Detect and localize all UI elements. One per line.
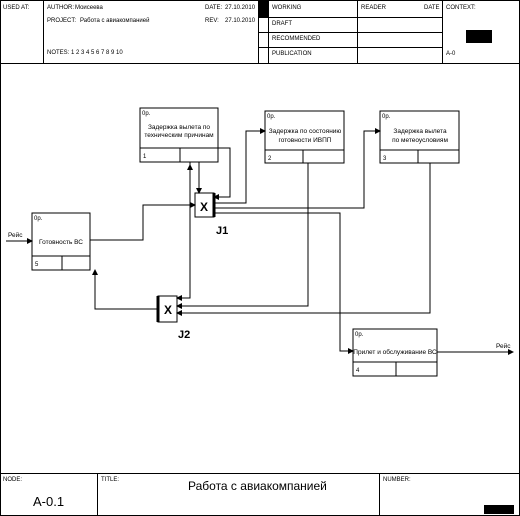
connection-arrows (6, 128, 514, 355)
node-label: NODE: (3, 477, 23, 483)
context-label: CONTEXT: (446, 5, 476, 11)
page-number-marker (484, 505, 514, 514)
context-node: A-0 (446, 51, 456, 57)
status-draft: DRAFT (272, 21, 292, 27)
box-number: 5 (35, 262, 39, 268)
box-tag: 0р. (355, 332, 364, 338)
junction-label: J2 (178, 329, 190, 341)
box-label-line-2: готовности ИВПП (279, 137, 332, 144)
footer-top-line (0, 473, 520, 474)
status-recommended: RECOMMENDED (272, 36, 321, 42)
rev-value: 27.10.2010 (225, 18, 256, 24)
header-divider (442, 0, 443, 63)
box-number: 1 (143, 154, 147, 160)
activity-box-5[interactable]: 0р. Готовность ВС 5 (31, 212, 91, 271)
header-row-line (258, 17, 442, 18)
junction-j2[interactable]: X J2 (156, 295, 190, 341)
junction-symbol: X (164, 303, 172, 317)
title-label: TITLE: (101, 477, 120, 483)
date-value: 27.10.2010 (225, 5, 256, 11)
footer-divider (97, 473, 98, 516)
box-number: 2 (268, 156, 272, 162)
box-label-line-1: Задержка вылета по (148, 124, 210, 131)
number-label: NUMBER: (383, 477, 411, 483)
header-divider (268, 0, 269, 63)
header-row-line (258, 47, 442, 48)
header-divider (43, 0, 44, 63)
activity-box-1[interactable]: 0р. Задержка вылета по техническим причи… (139, 107, 219, 163)
box-tag: 0р. (382, 114, 391, 120)
activity-box-4[interactable]: 0р. Прилет и обслуживание ВС 4 (352, 328, 438, 377)
working-status-marker (259, 1, 268, 17)
junction-j1[interactable]: X J1 (194, 192, 228, 237)
project-label: PROJECT: (47, 18, 77, 24)
status-publication: PUBLICATION (272, 51, 312, 57)
diagram-title: Работа с авиакомпанией (188, 479, 327, 493)
author-label: AUTHOR: (47, 5, 74, 11)
box-label-line-1: Задержка по состоянию (269, 128, 342, 135)
reader-label: READER (361, 5, 387, 11)
box-number: 4 (356, 368, 360, 374)
rev-label: REV: (205, 18, 219, 24)
output-arrow-label: Рейс (496, 342, 511, 350)
header-bottom-line (0, 63, 520, 64)
activity-box-3[interactable]: 0р. Задержка вылета по метеоусловиям 3 (379, 110, 460, 164)
used-at-label: USED AT: (3, 5, 30, 11)
junction-label: J1 (216, 225, 228, 237)
box-tag: 0р. (142, 111, 151, 117)
author-value: Моисеева (75, 5, 103, 11)
box-label: Готовность ВС (39, 239, 83, 246)
junction-symbol: X (200, 200, 208, 214)
box-number: 3 (383, 156, 387, 162)
input-arrow-label: Рейс (8, 231, 23, 239)
node-value: A-0.1 (33, 494, 65, 509)
context-thumbnail (466, 30, 492, 43)
box-label-line-2: техническим причинам (144, 132, 214, 139)
date-label: DATE: (205, 5, 223, 11)
box-label: Прилет и обслуживание ВС (353, 348, 437, 356)
reader-date-label: DATE (424, 5, 440, 11)
header-row-line (258, 32, 442, 33)
header-divider (258, 0, 259, 63)
box-tag: 0р. (267, 114, 276, 120)
activity-box-2[interactable]: 0р. Задержка по состоянию готовности ИВП… (264, 110, 345, 164)
project-value: Работа с авиакомпанией (80, 18, 150, 24)
box-tag: 0р. (34, 216, 43, 222)
footer-divider (379, 473, 380, 516)
header-divider (357, 0, 358, 63)
status-working: WORKING (272, 5, 302, 11)
notes: NOTES: 1 2 3 4 5 6 7 8 9 10 (47, 50, 123, 56)
box-label-line-1: Задержка вылета (393, 128, 447, 135)
box-label-line-2: по метеоусловиям (392, 137, 448, 144)
